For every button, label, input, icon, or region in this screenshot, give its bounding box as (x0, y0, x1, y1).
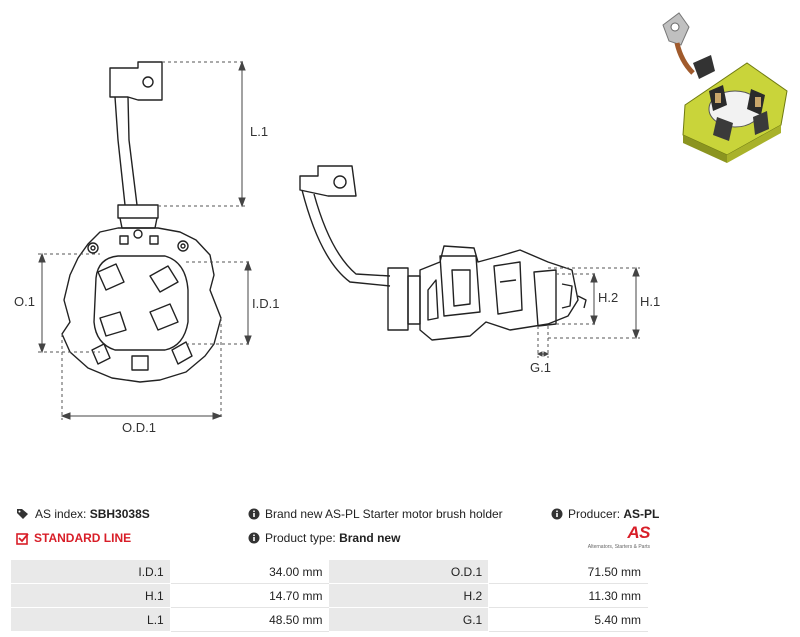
table-row: L.1 48.50 mm G.1 5.40 mm (10, 607, 648, 632)
product-type-label: Product type: (265, 531, 336, 545)
tags-icon (17, 509, 28, 519)
spec-value: 34.00 mm (169, 559, 330, 584)
spec-value: 48.50 mm (169, 607, 330, 632)
producer-row: Producer: AS-PL (551, 506, 659, 522)
as-index-value: SBH3038S (89, 507, 150, 521)
spec-label: H.1 (10, 583, 171, 608)
dim-label-o1: O.1 (14, 294, 35, 309)
spec-value: 5.40 mm (488, 607, 648, 632)
technical-drawing: L.1 O.1 I.D.1 O.D.1 H.2 H.1 G.1 (14, 60, 660, 435)
product-photo (662, 12, 788, 163)
product-type-value: Brand new (339, 531, 401, 545)
product-info: AS index: SBH3038S STANDARD LINE Brand n… (0, 500, 800, 555)
dim-label-od1: O.D.1 (122, 420, 156, 435)
spec-label: O.D.1 (328, 559, 490, 584)
dim-label-l1: L.1 (250, 124, 268, 139)
standard-line-row: STANDARD LINE (16, 530, 131, 546)
logo-mark: AS (627, 523, 650, 542)
dim-label-g1: G.1 (530, 360, 551, 375)
specs-table: I.D.1 34.00 mm O.D.1 71.50 mm H.1 14.70 … (10, 559, 648, 632)
dim-label-h1: H.1 (640, 294, 660, 309)
product-type-row: Product type: Brand new (248, 530, 400, 546)
side-view (299, 165, 587, 341)
front-view (61, 61, 222, 383)
as-index-row: AS index: SBH3038S (16, 506, 150, 522)
spec-label: G.1 (328, 607, 490, 632)
logo-tagline: Alternators, Starters & Parts (587, 544, 650, 550)
as-pl-logo: AS Alternators, Starters & Parts (586, 523, 651, 555)
table-row: H.1 14.70 mm H.2 11.30 mm (10, 583, 648, 608)
standard-line: STANDARD LINE (34, 531, 132, 545)
checkbox-checked-icon (16, 532, 29, 545)
as-index-label: AS index: (35, 507, 87, 521)
producer-value: AS-PL (623, 507, 660, 521)
info-icon (248, 532, 260, 544)
dim-label-id1: I.D.1 (252, 296, 279, 311)
description-row: Brand new AS-PL Starter motor brush hold… (248, 506, 503, 522)
dim-label-h2: H.2 (598, 290, 618, 305)
description: Brand new AS-PL Starter motor brush hold… (265, 507, 503, 521)
spec-value: 71.50 mm (488, 559, 648, 584)
info-icon (248, 508, 260, 520)
spec-value: 11.30 mm (488, 583, 648, 608)
producer-label: Producer: (568, 507, 621, 521)
spec-label: I.D.1 (10, 559, 171, 584)
spec-label: H.2 (328, 583, 490, 608)
info-icon (551, 508, 563, 520)
spec-value: 14.70 mm (169, 583, 330, 608)
spec-label: L.1 (10, 607, 171, 632)
table-row: I.D.1 34.00 mm O.D.1 71.50 mm (10, 559, 648, 584)
